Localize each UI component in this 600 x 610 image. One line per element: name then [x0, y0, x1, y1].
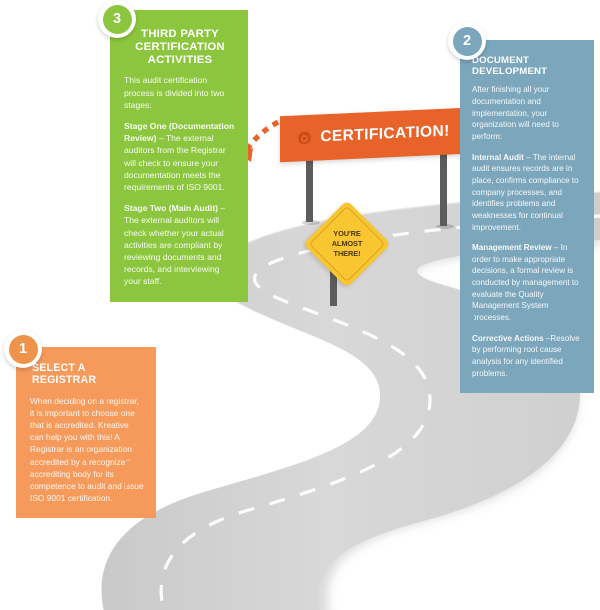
billboard-post-right-shadow: [436, 224, 454, 229]
callout-step-2-item-0-label: Internal Audit: [472, 152, 524, 162]
callout-step-3-item-1-text: – The external auditors will check wheth…: [124, 203, 226, 287]
step-badge-2[interactable]: 2: [448, 22, 486, 60]
callout-step-2-item-2-text: –Resolve by performing root cause analys…: [472, 333, 580, 378]
callout-step-2-title: DOCUMENT DEVELOPMENT: [472, 55, 548, 77]
callout-step-3-item-1: Stage Two (Main Audit) – The external au…: [124, 202, 236, 287]
step-badge-3[interactable]: 3: [98, 0, 136, 38]
step-badge-3-disc: 3: [102, 4, 132, 34]
callout-step-3-item-0-label: Stage One (Documentation Review): [124, 120, 235, 144]
callout-step-3-item-0: Stage One (Documentation Review) – The e…: [124, 120, 236, 193]
callout-step-3-item-0-text: – The external auditors from the Registr…: [124, 133, 226, 192]
billboard-post-left-shadow: [302, 220, 320, 225]
step-badge-1[interactable]: 1: [4, 330, 42, 368]
step-badge-1-disc: 1: [8, 334, 38, 364]
sign-line-3: THERE!: [333, 248, 361, 258]
billboard-post-right: [440, 154, 447, 226]
billboard-panel: CERTIFICATION!: [280, 107, 466, 163]
callout-step-3[interactable]: THIRD PARTY CERTIFICATION ACTIVITIES Thi…: [110, 10, 248, 302]
step-badge-1-number: 1: [18, 340, 28, 357]
almost-there-sign[interactable]: YOU'RE ALMOST THERE!: [303, 200, 391, 306]
callout-step-2-item-2-label: Corrective Actions: [472, 333, 544, 343]
step-badge-2-disc: 2: [452, 26, 482, 56]
callout-step-3-intro: This audit certification process is divi…: [124, 75, 225, 110]
callout-step-3-title: THIRD PARTY CERTIFICATION ACTIVITIES: [124, 28, 236, 66]
callout-step-3-title-line2: CERTIFICATION ACTIVITIES: [135, 40, 225, 66]
callout-step-1-body: When deciding on a registrar, it is impo…: [30, 395, 144, 504]
callout-step-2[interactable]: DOCUMENT DEVELOPMENT After finishing all…: [460, 40, 594, 394]
gear-icon: [298, 130, 312, 144]
callout-step-2-item-0: Internal Audit – The internal audit ensu…: [472, 152, 584, 233]
callout-step-2-item-1-label: Management Review: [472, 243, 552, 253]
sign-line-2: ALMOST: [331, 239, 363, 248]
step-badge-2-number: 2: [462, 32, 472, 49]
callout-step-3-item-1-label: Stage Two (Main Audit): [124, 203, 219, 214]
callout-step-3-tail: [235, 239, 248, 261]
callout-step-3-title-line1: THIRD PARTY: [141, 28, 219, 40]
callout-step-2-item-0-text: – The internal audit ensures records are…: [472, 152, 579, 232]
billboard-label: CERTIFICATION!: [320, 122, 450, 146]
billboard-post-left: [306, 150, 313, 222]
step-badge-3-number: 3: [112, 10, 122, 27]
callout-step-2-item-1: Management Review – In order to make app…: [472, 242, 584, 323]
callout-step-1-tail: [125, 461, 143, 489]
callout-step-2-intro: After finishing all your documentation a…: [472, 85, 559, 142]
callout-step-1-title: SELECT A REGISTRAR: [32, 362, 97, 386]
callout-step-2-item-1-text: – In order to make appropriate decisions…: [472, 243, 579, 322]
callout-step-1[interactable]: SELECT A REGISTRAR When deciding on a re…: [16, 347, 156, 519]
callout-step-2-tail: [462, 310, 474, 336]
sign-line-1: YOU'RE: [333, 229, 361, 239]
callout-step-2-item-2: Corrective Actions –Resolve by performin…: [472, 333, 584, 380]
